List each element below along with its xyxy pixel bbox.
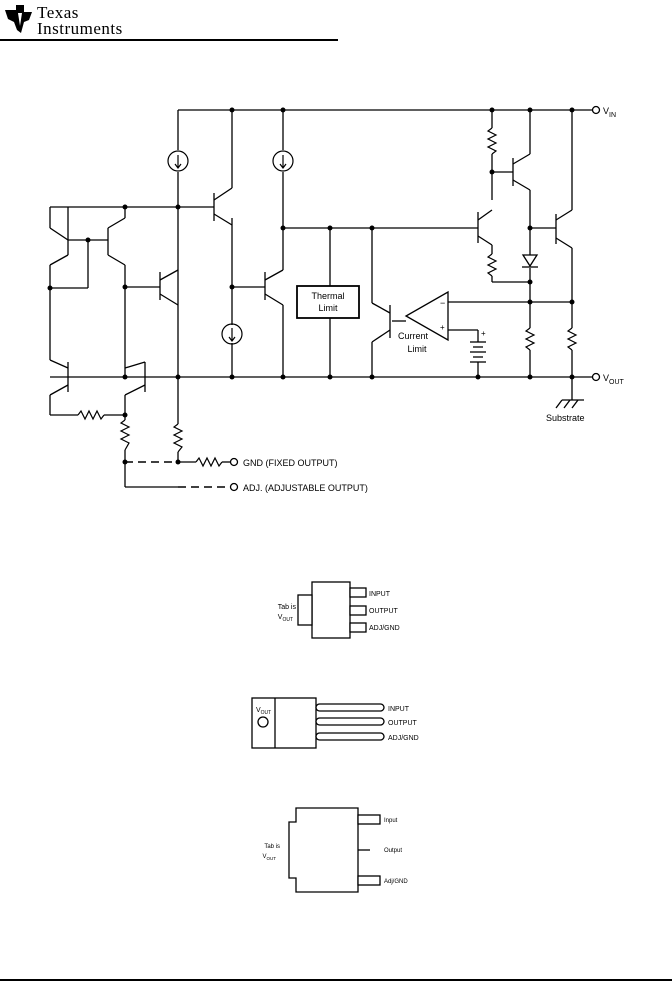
page-header: Texas Instruments [0,0,340,42]
current-limit-label-1: Current [398,331,429,341]
error-amplifier-icon [404,290,449,342]
thermal-limit-label-2: Limit [318,303,338,313]
package-1-pin-adj: ADJ/GND [369,625,400,632]
vin-label: VIN [603,106,616,119]
ti-logo-icon [5,5,32,33]
package-3-pin-input: Input [384,818,398,824]
gnd-label: GND (FIXED OUTPUT) [243,458,338,468]
thermal-limit-label-1: Thermal [311,291,344,301]
dashed-connectors [125,461,230,488]
terminal-icons [229,105,601,492]
package-2-drawing [251,697,385,749]
logo-text-instruments: Instruments [37,19,123,38]
thermal-limit-box [296,285,360,319]
package-2-pin-output: OUTPUT [388,720,418,727]
package-1-tab-label-2: VOUT [278,614,293,623]
footer-rule [0,979,672,981]
substrate-label: Substrate [546,413,585,423]
circuit-wiring [49,109,592,488]
package-1-pin-output: OUTPUT [369,608,399,615]
op-amp-plus-label: + [440,323,445,332]
voltage-reference-icon [470,341,486,363]
logo-text-texas: Texas [37,3,79,22]
package-1-pin-input: INPUT [369,591,391,598]
vout-label: VOUT [603,373,625,386]
battery-plus-label: + [481,329,486,338]
current-source-icons [167,150,294,345]
resistors [77,127,578,468]
package-3-pin-adj: Adj/GND [384,879,408,885]
package-2-pin-adj: ADJ/GND [388,735,419,742]
junction-dots [47,107,575,465]
package-2-vout-label: VOUT [256,707,271,716]
adj-label: ADJ. (ADJUSTABLE OUTPUT) [243,483,368,493]
op-amp-minus-label: − [440,298,445,308]
package-3-pin-output: Output [384,848,402,854]
package-1-tab-label-1: Tab is [278,604,297,611]
current-limit-label-2: Limit [407,344,427,354]
package-1-drawing [297,581,367,639]
package-3-tab-label-1: Tab is [264,844,280,850]
package-3-drawing [288,807,381,893]
header-rule [0,39,338,41]
package-3-tab-label-2: VOUT [262,854,276,861]
package-2-pin-input: INPUT [388,706,410,713]
